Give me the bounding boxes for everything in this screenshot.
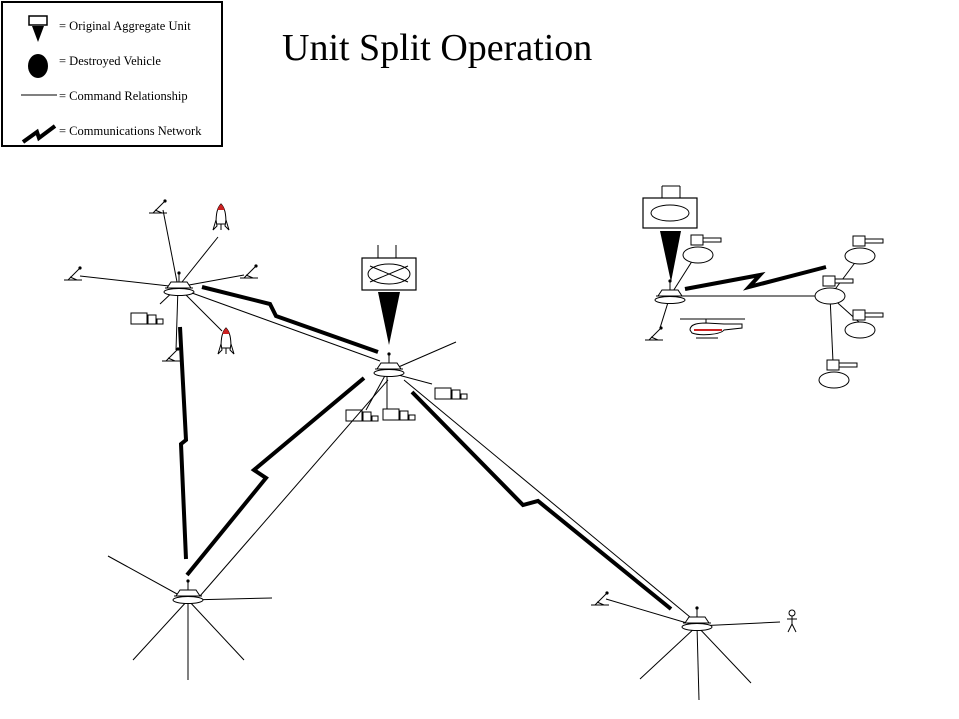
tank-icon	[844, 235, 884, 265]
soldier-icon	[787, 609, 797, 633]
communications-network	[178, 265, 827, 611]
aggregate-unit-marker	[361, 245, 417, 345]
truck-icon	[382, 408, 416, 421]
command-line-icon	[21, 94, 57, 96]
legend-item-comms: = Communications Network	[3, 120, 233, 144]
hub-e-spokes	[605, 598, 781, 701]
legend-label: = Communications Network	[59, 124, 202, 138]
command-post-icon	[373, 351, 405, 377]
tank-icon	[682, 234, 722, 264]
radar-icon	[63, 265, 83, 281]
comms-network-icon	[21, 124, 57, 144]
truck-icon	[345, 409, 379, 422]
command-post-icon	[654, 278, 686, 304]
command-post-icon	[681, 605, 713, 631]
truck-icon	[434, 387, 468, 400]
legend-label: = Destroyed Vehicle	[59, 54, 161, 68]
legend-label: = Command Relationship	[59, 89, 188, 103]
command-relationships	[191, 292, 691, 618]
command-post-icon	[163, 270, 195, 296]
radar-icon	[644, 325, 664, 341]
diagram-title: Unit Split Operation	[282, 27, 593, 69]
hub-d-spokes	[107, 555, 273, 680]
radar-icon	[239, 263, 259, 279]
aggregate-unit-icon	[28, 15, 48, 42]
radar-icon	[148, 198, 168, 214]
hub-a-spokes	[79, 209, 245, 351]
legend-label: = Original Aggregate Unit	[59, 19, 191, 33]
radar-icon	[590, 590, 610, 606]
destroyed-vehicle-icon	[28, 54, 48, 78]
truck-icon	[130, 312, 164, 325]
tank-icon	[814, 275, 854, 305]
aggregate-unit-marker	[642, 185, 698, 282]
command-post-icon	[172, 578, 204, 604]
helicopter-icon	[680, 318, 745, 339]
tank-icon	[818, 359, 858, 389]
radar-icon	[161, 346, 181, 362]
legend-item-destroyed: = Destroyed Vehicle	[3, 50, 233, 78]
legend: = Original Aggregate Unit = Destroyed Ve…	[1, 1, 223, 147]
rocket-icon	[212, 203, 230, 231]
hub-c-spokes	[659, 254, 861, 363]
rocket-icon	[217, 327, 235, 355]
legend-item-command: = Command Relationship	[3, 85, 233, 109]
legend-item-aggregate: = Original Aggregate Unit	[3, 15, 233, 42]
